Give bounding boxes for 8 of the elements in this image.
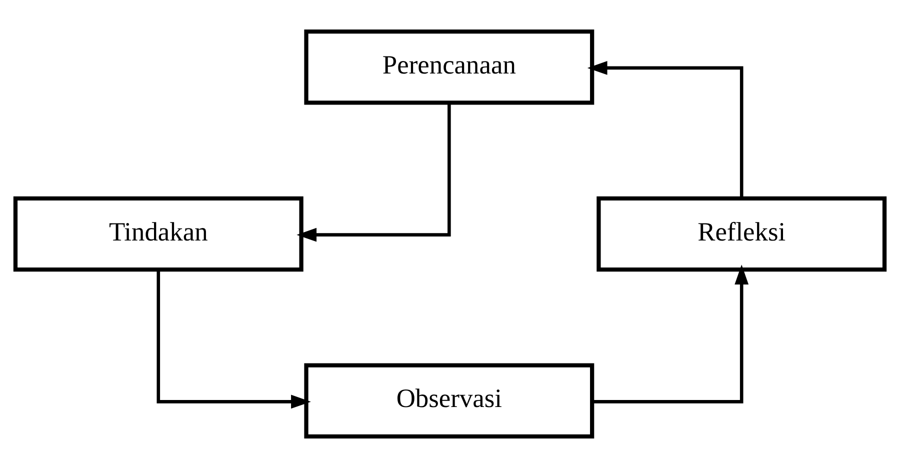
arrow — [296, 102, 451, 242]
arrow — [156, 269, 311, 408]
node-box: Tindakan — [13, 196, 304, 272]
node-box: Refleksi — [596, 196, 887, 272]
arrow — [592, 264, 749, 403]
arrow — [587, 60, 744, 198]
node-box: Observasi — [304, 362, 594, 438]
node-box: Perencanaan — [304, 29, 594, 104]
